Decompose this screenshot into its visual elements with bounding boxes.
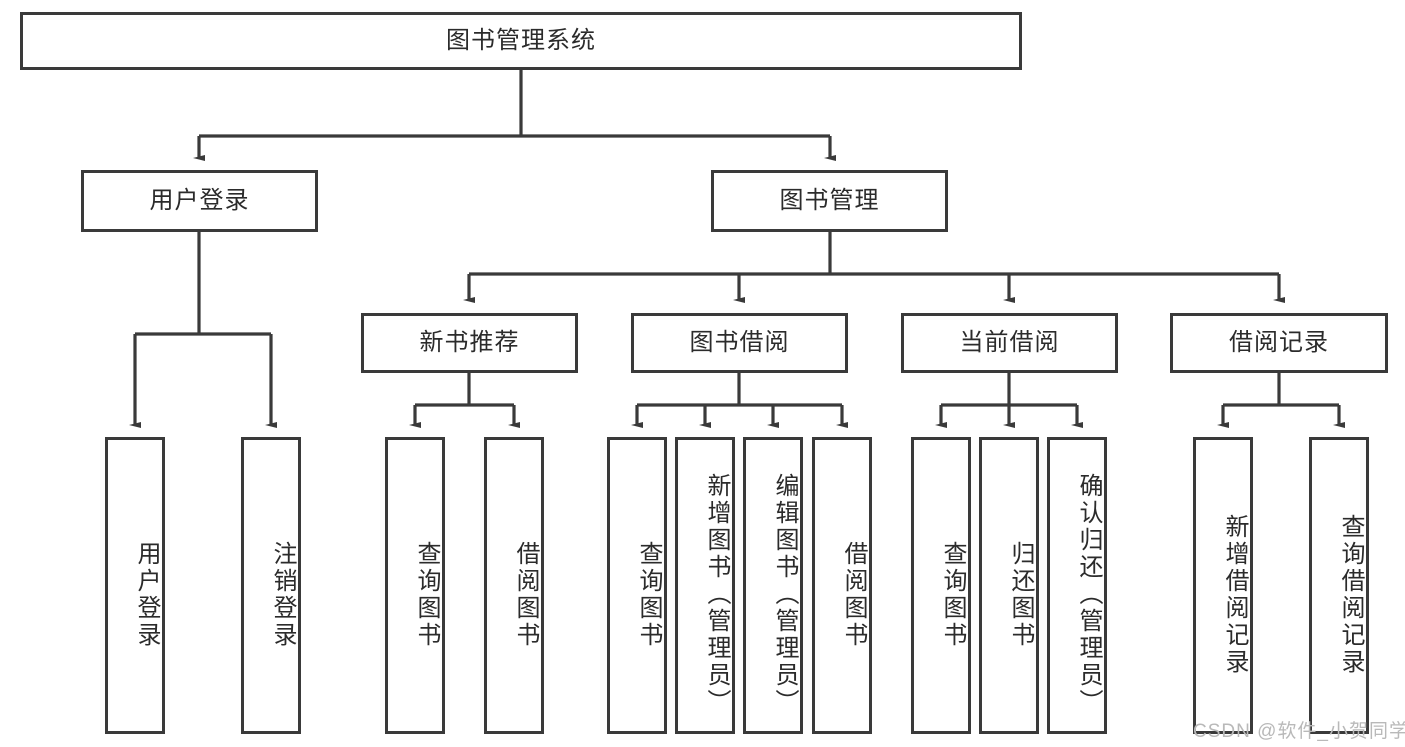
node-leaf-edit-book[interactable]: 编辑图书（管理员）: [743, 437, 803, 734]
node-leaf-confirm-return-label: 确认归还（管理员）: [1075, 473, 1102, 716]
node-leaf-borrow-book-2[interactable]: 借阅图书: [812, 437, 872, 734]
node-leaf-borrow-book-2-label: 借阅图书: [840, 540, 867, 649]
node-book-borrow[interactable]: 图书借阅: [631, 313, 848, 373]
node-leaf-borrow-book-1[interactable]: 借阅图书: [484, 437, 544, 734]
node-leaf-user-login[interactable]: 用户登录: [105, 437, 165, 734]
node-leaf-query-book-2-label: 查询图书: [635, 540, 662, 649]
node-user-login[interactable]: 用户登录: [81, 170, 318, 232]
node-leaf-query-book-3[interactable]: 查询图书: [911, 437, 971, 734]
node-borrow-record-label: 借阅记录: [1229, 328, 1329, 356]
node-leaf-borrow-book-1-label: 借阅图书: [512, 540, 539, 649]
node-leaf-query-record[interactable]: 查询借阅记录: [1309, 437, 1369, 734]
node-leaf-logout-login[interactable]: 注销登录: [241, 437, 301, 734]
node-current-borrow[interactable]: 当前借阅: [901, 313, 1118, 373]
node-leaf-query-book-1[interactable]: 查询图书: [385, 437, 445, 734]
node-leaf-return-book-label: 归还图书: [1007, 540, 1034, 649]
node-leaf-user-login-label: 用户登录: [133, 540, 160, 649]
node-leaf-logout-login-label: 注销登录: [269, 540, 296, 649]
node-root-label: 图书管理系统: [446, 26, 596, 54]
node-leaf-query-book-1-label: 查询图书: [413, 540, 440, 649]
node-new-book-recommend-label: 新书推荐: [419, 328, 520, 356]
node-book-borrow-label: 图书借阅: [689, 328, 790, 356]
node-leaf-query-book-2[interactable]: 查询图书: [607, 437, 667, 734]
node-current-borrow-label: 当前借阅: [959, 328, 1060, 356]
node-leaf-query-record-label: 查询借阅记录: [1337, 513, 1364, 676]
node-leaf-add-book-label: 新增图书（管理员）: [703, 473, 730, 716]
node-borrow-record[interactable]: 借阅记录: [1170, 313, 1388, 373]
node-leaf-add-book[interactable]: 新增图书（管理员）: [675, 437, 735, 734]
node-leaf-add-record[interactable]: 新增借阅记录: [1193, 437, 1253, 734]
node-root[interactable]: 图书管理系统: [20, 12, 1022, 70]
node-book-management-label: 图书管理: [779, 186, 880, 214]
node-new-book-recommend[interactable]: 新书推荐: [361, 313, 578, 373]
node-book-management[interactable]: 图书管理: [711, 170, 948, 232]
node-user-login-label: 用户登录: [149, 186, 250, 214]
node-leaf-return-book[interactable]: 归还图书: [979, 437, 1039, 734]
node-leaf-query-book-3-label: 查询图书: [939, 540, 966, 649]
node-leaf-confirm-return[interactable]: 确认归还（管理员）: [1047, 437, 1107, 734]
watermark: CSDN @软件_小贺同学: [1193, 721, 1405, 742]
node-leaf-add-record-label: 新增借阅记录: [1221, 513, 1248, 676]
node-leaf-edit-book-label: 编辑图书（管理员）: [771, 473, 798, 716]
